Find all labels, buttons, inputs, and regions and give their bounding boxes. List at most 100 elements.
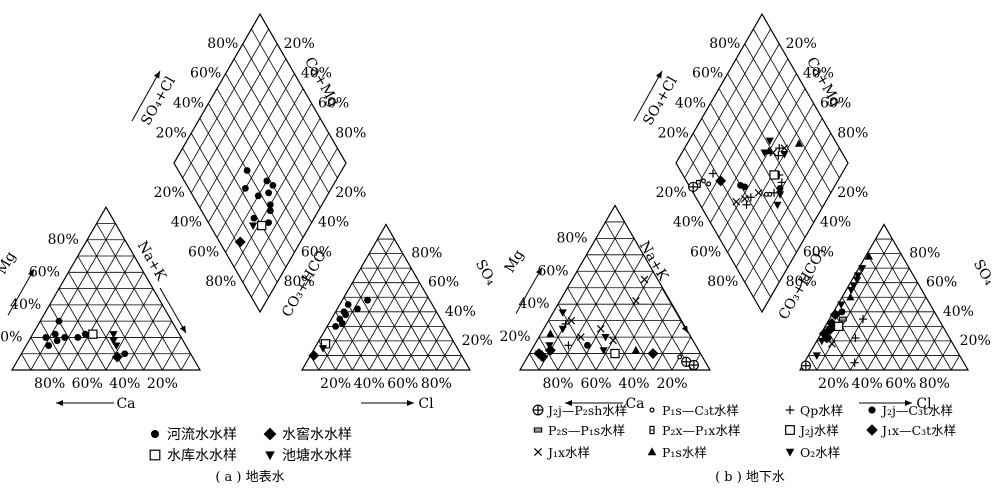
grid-line <box>576 254 644 371</box>
grid-line <box>595 238 673 371</box>
anion-point-plus <box>858 314 868 324</box>
legend-b-label: O₂水样 <box>800 445 840 460</box>
arrow-cl-head <box>905 400 912 406</box>
arrow-so4cl <box>633 70 663 122</box>
diamond-point-circle <box>737 181 744 189</box>
diamond-point-circle <box>263 177 271 185</box>
cation-point-circle <box>51 330 59 338</box>
tick-ca: 20% <box>656 376 687 392</box>
legend-a-item: 水窖水水样 <box>263 426 352 443</box>
grid-line <box>917 326 944 371</box>
tick-cl: 80% <box>919 376 950 392</box>
grid-line <box>77 255 144 371</box>
axis-label-mg: Mg <box>502 247 528 275</box>
tick-nak: 60% <box>690 244 721 260</box>
legend-b-label: P₁s水样 <box>662 445 707 460</box>
cation-point-cross <box>640 275 649 284</box>
tick-camg: 80% <box>837 125 868 141</box>
legend-b-label: J₁x水样 <box>546 445 590 460</box>
diamond-point-circle <box>266 207 274 215</box>
caption-a: ( a ) 地表水 <box>215 470 284 485</box>
cation-point-tri-down <box>601 334 610 342</box>
diamond-point-circle-plus <box>688 181 699 193</box>
grid-line <box>49 239 126 371</box>
legend-a: 河流水水样水窖水水样水库水水样池塘水水样 <box>149 426 352 464</box>
anion-point-circle <box>838 308 846 316</box>
legend-b-item: J₂j—C₃t水样 <box>868 403 953 418</box>
grid-line <box>833 253 902 371</box>
legend-b-item: P₂s—P₁s水样 <box>533 423 625 438</box>
anion-point-circle-plus <box>800 360 812 371</box>
cation-point-tri-down <box>109 331 118 339</box>
arrow-nak <box>159 287 187 334</box>
cation-triangle <box>518 204 712 371</box>
diamond-point-cross <box>780 144 789 152</box>
grid-line <box>318 238 395 371</box>
arrow-nak-head <box>681 325 688 334</box>
diamond-point-plus <box>775 144 784 153</box>
diamond-point-circle <box>269 181 277 189</box>
diamond-point-tri-up <box>794 139 804 147</box>
tick-nak: 40% <box>171 215 202 231</box>
cation-point-circle <box>121 350 129 358</box>
grid-line <box>385 297 429 371</box>
grid-line <box>251 28 338 179</box>
legend-b-item: J₂j—P₂sh水样 <box>532 403 627 418</box>
legend-b-label: J₂j水样 <box>798 423 839 438</box>
cation-point-diamond <box>544 344 556 356</box>
tick-so4: 40% <box>445 304 476 320</box>
grid-line <box>744 43 832 194</box>
tick-so4: 60% <box>926 275 957 291</box>
tick-mg: 80% <box>48 232 79 248</box>
tick-camg: 40% <box>301 66 332 82</box>
diamond-point-circle <box>250 214 258 222</box>
grid-line <box>557 238 635 371</box>
grid-line <box>727 73 814 223</box>
tick-ca: 80% <box>34 376 65 392</box>
tick-cl: 40% <box>354 376 385 392</box>
grid-line <box>875 238 952 371</box>
legend-b-marker-plus <box>785 405 795 415</box>
cation-point-circle <box>81 330 89 338</box>
arrow-ca-head <box>56 400 63 406</box>
diamond-point-plus <box>708 169 718 178</box>
axis-label-ca: Ca <box>625 396 644 412</box>
grid-line <box>368 253 437 371</box>
diamond-point-circle <box>266 201 274 209</box>
anion-points <box>800 252 873 371</box>
cation-point-cross <box>609 336 617 345</box>
diamond-point-diamond <box>715 175 727 187</box>
grid-line <box>718 88 806 238</box>
tick-mg: 80% <box>556 230 587 246</box>
cation-point-tri-down <box>558 309 567 317</box>
legend-a-item: 池塘水水样 <box>265 448 352 464</box>
grid-line <box>866 253 935 371</box>
legend-b-item: P₂x—P₁x水样 <box>649 423 740 438</box>
arrow-nak-head <box>179 325 186 334</box>
tick-so4: 80% <box>909 246 940 262</box>
axis-label-nak: Na+K <box>636 239 672 285</box>
grid-line <box>377 238 454 371</box>
grid-line <box>883 297 927 371</box>
anion-point-tri-down <box>853 276 862 285</box>
cation-point-circle <box>53 337 61 345</box>
tick-so4cl: 80% <box>709 36 740 52</box>
tick-cl: 60% <box>387 376 418 392</box>
diamond-point-diamond <box>234 236 246 248</box>
grid-line <box>39 320 69 371</box>
tick-camg: 60% <box>820 95 851 111</box>
grid-line <box>841 297 885 371</box>
tick-nak: 80% <box>205 274 236 290</box>
legend-a-label: 池塘水水样 <box>282 448 352 464</box>
cation-point-small-circle <box>677 354 683 360</box>
cation-point-circle-plus <box>688 359 700 371</box>
diamond-point-square <box>257 220 267 231</box>
tick-camg: 40% <box>803 66 834 82</box>
anion-point-diamond <box>821 332 833 344</box>
anion-point-diamond <box>308 350 320 361</box>
diamond-point-circle <box>265 219 272 227</box>
cation-point-tri-up <box>631 345 640 354</box>
legend-b-label: P₂s—P₁s水样 <box>548 423 625 438</box>
legend-b-label: Qp水样 <box>800 403 843 418</box>
legend-b-item: J₂j水样 <box>785 423 839 438</box>
